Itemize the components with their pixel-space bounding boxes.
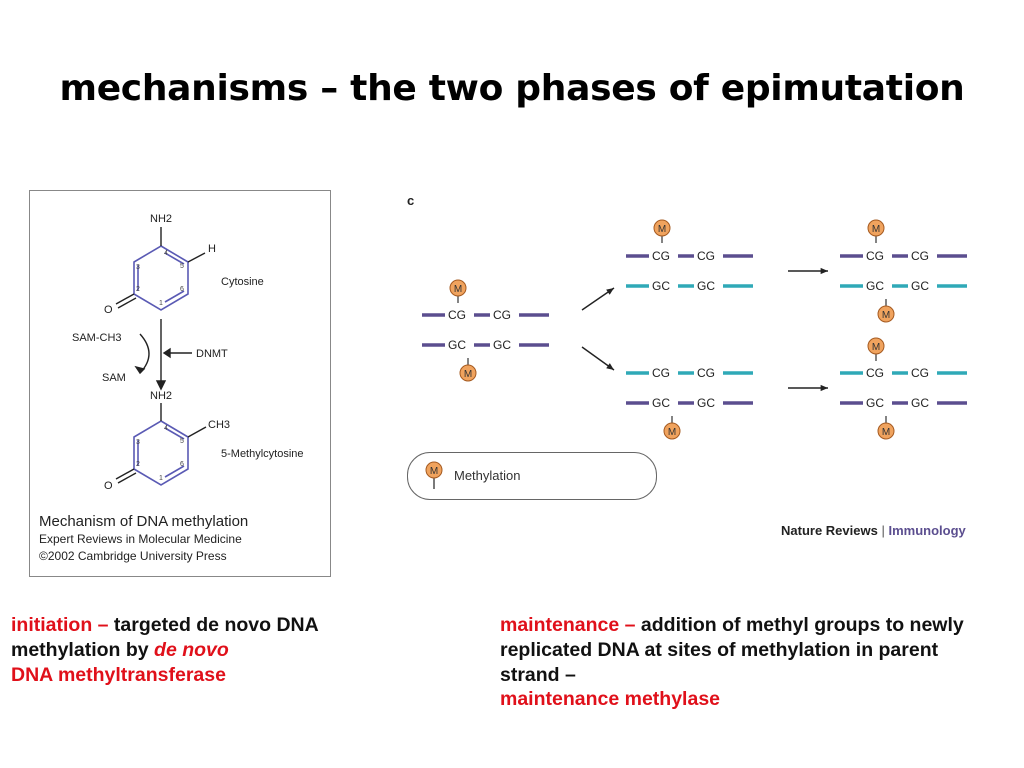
- dnmt-term: DNA methyltransferase: [11, 663, 226, 686]
- h-label: H: [208, 243, 216, 255]
- lower-final-bottom-methyl: [877, 422, 895, 440]
- upper-final-bottom-methyl-label: M: [882, 310, 890, 321]
- caption-title: Mechanism of DNA methylation: [39, 513, 249, 530]
- methylcytosine-substituents: [115, 403, 207, 484]
- nh2-top-label: NH2: [150, 213, 172, 225]
- figure-caption: Mechanism of DNA methylation Expert Revi…: [39, 513, 248, 565]
- methylation-legend: M Methylation: [407, 452, 657, 500]
- lower-final-top-strand-site-2: CG: [911, 366, 929, 380]
- lower-daughter-top-strand-site-1: CG: [652, 366, 670, 380]
- maintenance-arrow-lower-head: [820, 384, 828, 392]
- page-title: mechanisms – the two phases of epimutati…: [59, 68, 965, 109]
- cytosine-substituents: [115, 227, 206, 309]
- legend-marker-svg: M: [425, 461, 443, 489]
- initiation-text: targeted de novo DNA methylation by: [11, 614, 318, 661]
- lower-final-bottom-strand-site-2: GC: [911, 396, 929, 410]
- atom-number-4: 4: [164, 250, 168, 257]
- methylation-mechanism-svg: 4 5 6 1 2 3 NH2 H Cytosine O SAM-CH3 DNM…: [72, 213, 304, 492]
- legend-label: Methylation: [454, 468, 521, 483]
- maintenance-description: maintenance – addition of methyl groups …: [500, 613, 1000, 712]
- lower-daughter-methyl: [663, 422, 681, 440]
- o-bottom-label: O: [104, 480, 113, 492]
- panel-letter: c: [407, 193, 414, 208]
- caption-copyright: ©2002 Cambridge University Press: [39, 548, 227, 563]
- parent-bottom-strand-site-1: GC: [448, 338, 466, 352]
- journal-credit: Nature Reviews | Immunology: [781, 523, 966, 538]
- upper-final-top-methyl: [867, 219, 885, 237]
- lower-final-bottom-strand-site-1: GC: [866, 396, 884, 410]
- methylcytosine-label: 5-Methylcytosine: [221, 448, 304, 460]
- upper-final-bottom-strand-site-1: GC: [866, 279, 884, 293]
- maintenance-text: addition of methyl groups to newly repli…: [500, 614, 964, 686]
- legend-methyl-marker: [425, 461, 443, 479]
- upper-final-bottom-methyl: [877, 305, 895, 323]
- journal-separator: |: [881, 523, 885, 538]
- methylase-term: maintenance methylase: [500, 688, 721, 711]
- atom-number-1: 1: [159, 300, 163, 307]
- maintenance-arrow-upper-head: [820, 267, 828, 275]
- maintenance-heading: maintenance –: [500, 614, 636, 636]
- atom-number-3b: 3: [136, 439, 140, 446]
- legend-m-label: M: [430, 466, 438, 477]
- o-top-label: O: [104, 304, 113, 316]
- sam-ch3-label: SAM-CH3: [72, 332, 122, 344]
- atom-number-5: 5: [180, 263, 184, 270]
- lower-final-top-methyl-label: M: [872, 342, 880, 353]
- atom-number-2: 2: [136, 286, 140, 293]
- atom-number-6: 6: [180, 286, 184, 293]
- upper-daughter-methyl-label: M: [658, 224, 666, 235]
- lower-daughter-methyl-label: M: [668, 427, 676, 438]
- parent-top-methyl: [449, 279, 467, 297]
- parent-bottom-methyl-label: M: [464, 369, 472, 380]
- dnmt-label: DNMT: [196, 348, 228, 360]
- lower-daughter-bottom-strand-site-2: GC: [697, 396, 715, 410]
- parent-bottom-methyl: [459, 364, 477, 382]
- replication-arrow-lower-head: [606, 363, 614, 370]
- lower-daughter-bottom-strand-site-1: GC: [652, 396, 670, 410]
- atom-number-4b: 4: [164, 425, 168, 432]
- atom-number-1b: 1: [159, 475, 163, 482]
- upper-daughter-bottom-strand-site-1: GC: [652, 279, 670, 293]
- upper-final-top-methyl-label: M: [872, 224, 880, 235]
- journal-section: Immunology: [888, 523, 966, 538]
- journal-name: Nature Reviews: [781, 523, 878, 538]
- upper-daughter-top-strand-site-1: CG: [652, 249, 670, 263]
- lower-daughter-top-strand-site-2: CG: [697, 366, 715, 380]
- replication-arrow-upper-head: [606, 288, 614, 295]
- sam-label: SAM: [102, 372, 126, 384]
- lower-final-top-strand-site-1: CG: [866, 366, 884, 380]
- parent-top-strand-site-2: CG: [493, 308, 511, 322]
- initiation-heading: initiation –: [11, 614, 109, 636]
- initiation-description: initiation – targeted de novo DNA methyl…: [11, 613, 381, 687]
- lower-final-bottom-methyl-label: M: [882, 427, 890, 438]
- parent-top-strand-site-1: CG: [448, 308, 466, 322]
- parent-bottom-strand-site-2: GC: [493, 338, 511, 352]
- atom-number-6b: 6: [180, 461, 184, 468]
- upper-daughter-methyl: [653, 219, 671, 237]
- de-novo-term: de novo: [154, 638, 229, 661]
- upper-final-top-strand-site-2: CG: [911, 249, 929, 263]
- reaction-arrow: [134, 319, 192, 391]
- methylation-mechanism-figure: 4 5 6 1 2 3 NH2 H Cytosine O SAM-CH3 DNM…: [29, 190, 331, 577]
- atom-number-3: 3: [136, 264, 140, 271]
- lower-final-top-methyl: [867, 337, 885, 355]
- upper-daughter-top-strand-site-2: CG: [697, 249, 715, 263]
- atom-number-5b: 5: [180, 438, 184, 445]
- atom-number-2b: 2: [136, 461, 140, 468]
- ch3-label: CH3: [208, 419, 230, 431]
- upper-daughter-bottom-strand-site-2: GC: [697, 279, 715, 293]
- cytosine-label: Cytosine: [221, 276, 264, 288]
- dna-strands-svg: c CG CG GC GC M M CG CG GC GC M CG CG GC GC M CG CG GC GC M M…: [407, 193, 967, 440]
- parent-top-methyl-label: M: [454, 284, 462, 295]
- upper-final-bottom-strand-site-2: GC: [911, 279, 929, 293]
- nh2-bottom-label: NH2: [150, 390, 172, 402]
- upper-final-top-strand-site-1: CG: [866, 249, 884, 263]
- caption-source: Expert Reviews in Molecular Medicine: [39, 532, 242, 546]
